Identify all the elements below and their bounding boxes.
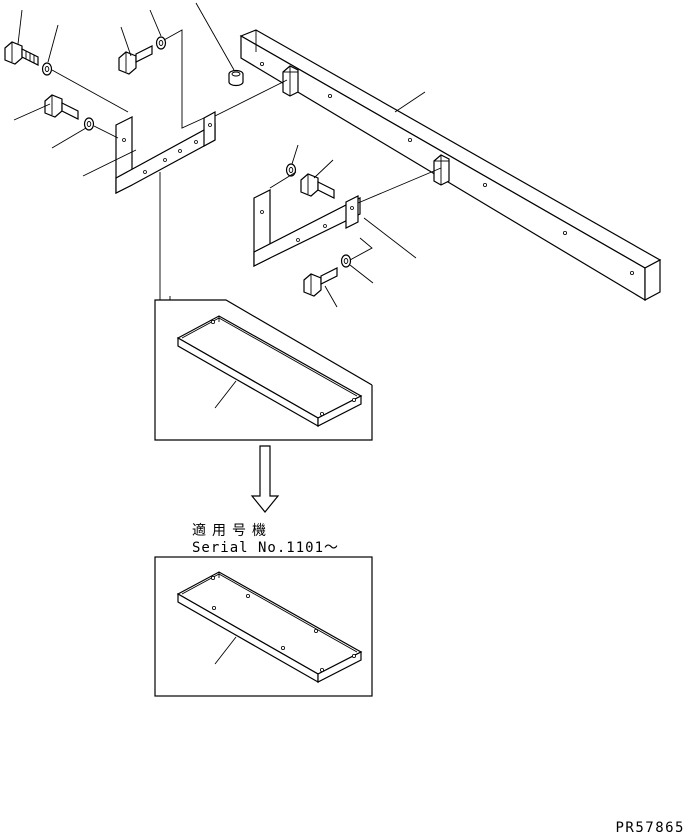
beam-mount-block-right (433, 154, 450, 186)
step-box-original (154, 299, 373, 441)
washer-5 (340, 254, 352, 268)
washer-2 (155, 36, 167, 50)
beam-mount-block-left (282, 65, 299, 97)
washer-3 (83, 117, 95, 131)
rubber-cap (228, 69, 244, 87)
left-bracket (115, 110, 216, 194)
down-arrow-icon (250, 445, 280, 513)
step-box-serial (154, 556, 373, 697)
long-beam (239, 29, 662, 302)
drawing-number: PR57865 (615, 820, 685, 836)
bolt-4 (300, 173, 335, 199)
step-plate-serial (176, 571, 363, 684)
bolt-1 (4, 41, 39, 66)
washer-4 (285, 163, 297, 177)
assembly-lines (51, 29, 442, 300)
step-plate-original (176, 315, 363, 428)
serial-number-label: Serial No.1101〜 (192, 540, 340, 556)
bolt-5 (303, 267, 338, 297)
leader-lines (13, 2, 426, 308)
right-bracket (253, 189, 361, 267)
applicable-serial-label-ja: 適用号機 (192, 523, 272, 539)
bolt-2 (118, 45, 153, 75)
bolt-3 (44, 94, 79, 120)
washer-1 (41, 62, 53, 76)
